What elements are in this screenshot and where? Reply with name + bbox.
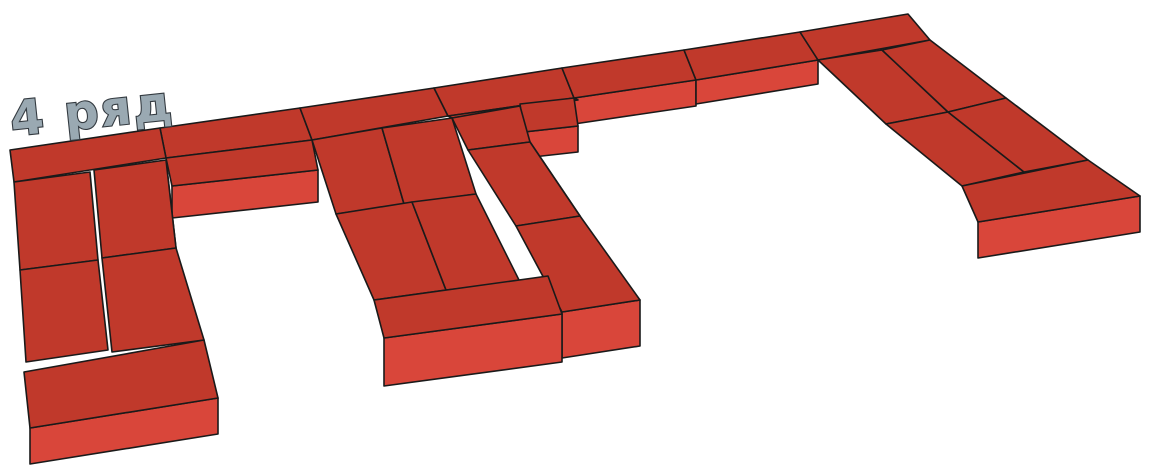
brick [94, 160, 176, 258]
brick [14, 172, 98, 270]
brick [102, 248, 204, 352]
brick [20, 260, 108, 362]
brick [520, 98, 578, 132]
bricks-layer [10, 14, 1140, 464]
